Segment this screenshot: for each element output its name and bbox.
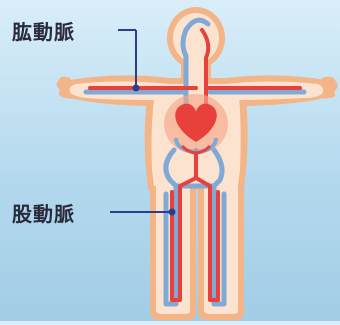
femoral-artery-label: 股動脈 [12,198,75,227]
brachial-artery-label: 肱動脈 [12,16,75,45]
